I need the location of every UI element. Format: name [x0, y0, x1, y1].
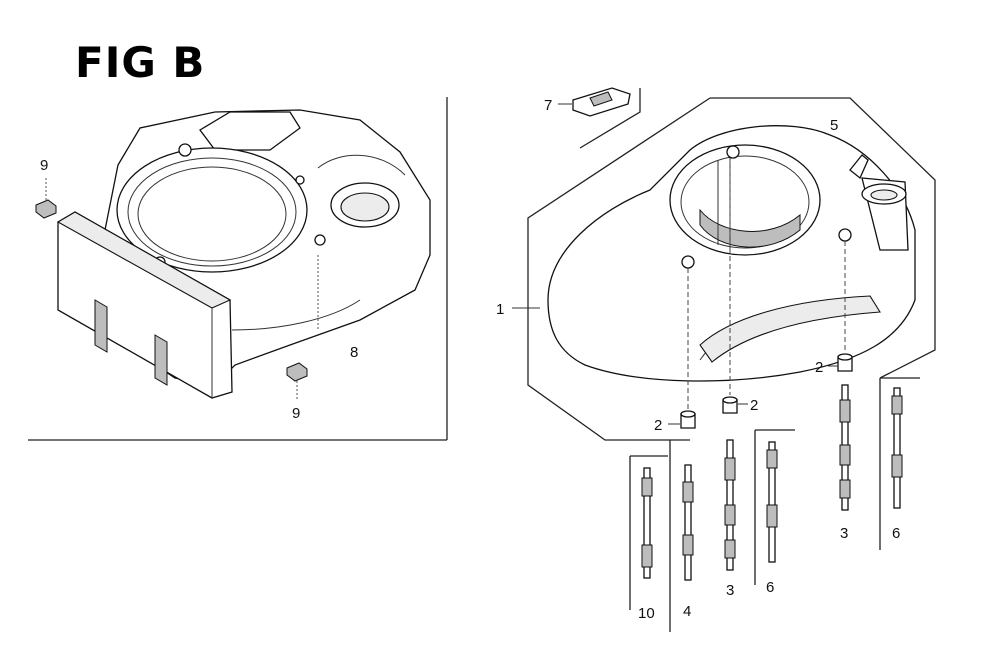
right-panel-frame	[527, 88, 936, 441]
callout-leaders	[512, 103, 838, 425]
stud-part-6-a	[766, 441, 778, 563]
nut-part-9-lower	[286, 362, 308, 400]
leader-lines	[687, 160, 846, 410]
stud-part-4	[682, 464, 694, 581]
callout-5: 5	[830, 117, 838, 134]
stud-part-3-b	[839, 384, 851, 511]
callout-6-b: 6	[892, 525, 900, 542]
callout-2-c: 2	[815, 359, 823, 376]
callout-2-b: 2	[750, 397, 758, 414]
callout-3-b: 3	[840, 525, 848, 542]
stud-part-6-b	[891, 387, 903, 509]
stud-part-3-a	[724, 439, 736, 571]
callout-9-b: 9	[292, 405, 300, 422]
fan-shroud-part-8	[56, 109, 431, 399]
collar-nut-part-2-b	[722, 396, 738, 414]
left-panel-frame	[28, 97, 448, 441]
callout-10: 10	[638, 605, 655, 622]
stud-part-10	[641, 467, 653, 579]
stud-group-lines	[629, 377, 920, 632]
collar-nut-part-2-c	[837, 353, 853, 372]
nut-part-9-upper	[35, 178, 57, 219]
figure-title: FIG B	[75, 38, 206, 87]
callout-3-a: 3	[726, 582, 734, 599]
collar-nut-part-2-a	[680, 410, 696, 429]
callout-8: 8	[350, 344, 358, 361]
callout-6-a: 6	[766, 579, 774, 596]
fan-cover-part-1	[547, 125, 916, 382]
callout-4: 4	[683, 603, 691, 620]
callout-7: 7	[544, 97, 552, 114]
callout-1: 1	[496, 301, 504, 318]
bracket-part-7	[572, 87, 631, 117]
callout-2-a: 2	[654, 417, 662, 434]
callout-9-a: 9	[40, 157, 48, 174]
